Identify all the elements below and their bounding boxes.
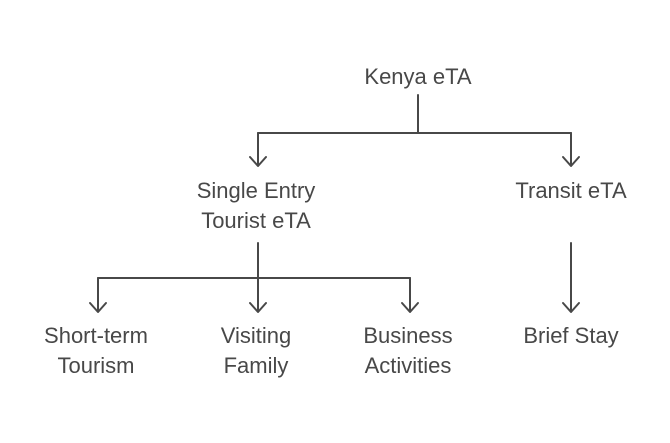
node-business-activities: Business Activities xyxy=(363,321,452,381)
node-single-entry-line1: Single Entry xyxy=(196,178,316,203)
arrowhead-transit xyxy=(562,156,580,167)
arrowhead-short-term xyxy=(89,302,107,313)
node-business-line1: Business xyxy=(363,323,453,348)
node-short-term-line1: Short-term xyxy=(44,323,148,348)
node-single-entry-line2: Tourist eTA xyxy=(201,208,311,233)
node-transit-eta-label: Transit eTA xyxy=(515,178,627,203)
arrowhead-visiting xyxy=(249,302,267,313)
node-visiting-line1: Visiting xyxy=(220,323,292,348)
node-brief-stay: Brief Stay xyxy=(523,321,618,351)
node-single-entry-tourist-eta: Single Entry Tourist eTA xyxy=(197,176,316,236)
node-kenya-eta-label: Kenya eTA xyxy=(364,64,472,89)
node-visiting-line2: Family xyxy=(223,353,289,378)
node-short-term-line2: Tourism xyxy=(57,353,135,378)
arrowhead-business xyxy=(401,302,419,313)
node-visiting-family: Visiting Family xyxy=(221,321,292,381)
node-short-term-tourism: Short-term Tourism xyxy=(44,321,148,381)
node-transit-eta: Transit eTA xyxy=(515,176,626,206)
node-brief-stay-label: Brief Stay xyxy=(523,323,619,348)
node-kenya-eta: Kenya eTA xyxy=(364,62,471,92)
node-business-line2: Activities xyxy=(364,353,452,378)
arrowhead-single-entry xyxy=(249,156,267,167)
arrowhead-brief-stay xyxy=(562,302,580,313)
